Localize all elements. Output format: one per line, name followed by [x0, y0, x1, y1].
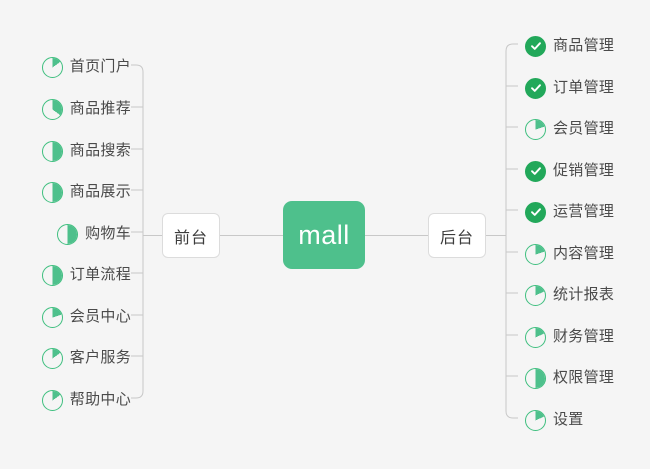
leaf-item-left-7[interactable]: 会员中心 — [41, 304, 131, 330]
pie-icon-wedge — [42, 390, 62, 410]
leaf-item-left-4[interactable]: 商品展示 — [41, 179, 131, 205]
leaf-item-left-9-label: 帮助中心 — [69, 391, 131, 408]
center-node-mall[interactable]: mall — [283, 201, 365, 269]
pie-icon-wedge — [526, 285, 545, 305]
center-node-label: mall — [298, 219, 350, 250]
branch-node-backend-label: 后台 — [439, 229, 474, 247]
leaf-item-right-8-label: 财务管理 — [553, 328, 615, 345]
pie-icon-wedge — [526, 244, 545, 264]
pie-icon — [57, 223, 79, 245]
leaf-item-left-8[interactable]: 客户服务 — [41, 345, 131, 371]
leaf-item-right-9-label: 权限管理 — [553, 369, 615, 386]
check-icon — [525, 35, 546, 57]
pie-icon-wedge — [526, 368, 545, 388]
connector-path — [505, 43, 518, 419]
pie-icon — [41, 389, 63, 411]
leaf-item-right-6[interactable]: 内容管理 — [525, 241, 614, 267]
pie-icon-wedge — [42, 307, 62, 327]
leaf-item-right-2-label: 订单管理 — [553, 79, 615, 96]
leaf-item-left-4-label: 商品展示 — [69, 183, 131, 200]
leaf-item-right-5[interactable]: 运营管理 — [525, 199, 614, 225]
leaf-item-left-7-label: 会员中心 — [69, 308, 131, 325]
pie-icon — [41, 181, 63, 203]
leaf-item-right-8[interactable]: 财务管理 — [525, 324, 614, 350]
branch-node-backend[interactable]: 后台 — [428, 213, 486, 258]
leaf-item-left-6[interactable]: 订单流程 — [41, 262, 131, 288]
leaf-item-right-4-label: 促销管理 — [553, 162, 615, 179]
leaf-item-right-7-label: 统计报表 — [553, 286, 615, 303]
check-icon — [525, 160, 546, 182]
leaf-item-right-10[interactable]: 设置 — [525, 407, 584, 433]
leaf-item-right-3[interactable]: 会员管理 — [525, 116, 614, 142]
pie-icon — [525, 284, 546, 306]
leaf-item-left-1-label: 首页门户 — [69, 58, 131, 75]
leaf-item-right-10-label: 设置 — [553, 411, 584, 428]
pie-icon — [41, 306, 63, 328]
pie-icon — [41, 56, 63, 78]
leaf-item-left-1[interactable]: 首页门户 — [41, 54, 131, 80]
check-icon — [525, 77, 546, 99]
pie-icon — [525, 243, 546, 265]
pie-icon — [525, 409, 546, 431]
pie-icon-wedge — [42, 99, 62, 119]
pie-icon-wedge — [42, 182, 62, 202]
leaf-item-right-9[interactable]: 权限管理 — [525, 365, 614, 391]
connector-path — [131, 64, 144, 399]
pie-icon-wedge — [42, 265, 62, 285]
check-icon — [525, 201, 546, 223]
leaf-item-right-1[interactable]: 商品管理 — [525, 33, 614, 59]
pie-icon — [41, 347, 63, 369]
leaf-item-left-5-label: 购物车 — [85, 225, 131, 242]
pie-icon — [525, 367, 546, 389]
leaf-item-right-5-label: 运营管理 — [553, 203, 615, 220]
pie-icon — [41, 98, 63, 120]
pie-icon-wedge — [42, 348, 62, 368]
pie-icon-wedge — [526, 119, 545, 139]
leaf-item-left-2[interactable]: 商品推荐 — [41, 96, 131, 122]
leaf-item-right-2[interactable]: 订单管理 — [525, 75, 614, 101]
pie-icon-wedge — [526, 327, 545, 347]
pie-icon — [41, 264, 63, 286]
leaf-item-left-3-label: 商品搜索 — [69, 142, 131, 159]
leaf-item-left-6-label: 订单流程 — [69, 266, 131, 283]
leaf-item-right-6-label: 内容管理 — [553, 245, 615, 262]
pie-icon-wedge — [526, 410, 545, 430]
leaf-item-left-8-label: 客户服务 — [69, 349, 131, 366]
pie-icon — [41, 140, 63, 162]
branch-node-frontend-label: 前台 — [173, 229, 208, 247]
pie-icon-wedge — [42, 141, 62, 161]
pie-icon-wedge — [42, 57, 62, 77]
pie-icon — [525, 118, 546, 140]
leaf-item-right-3-label: 会员管理 — [553, 120, 615, 137]
leaf-item-left-5[interactable]: 购物车 — [57, 221, 131, 247]
leaf-item-left-9[interactable]: 帮助中心 — [41, 387, 131, 413]
pie-icon — [525, 326, 546, 348]
leaf-item-right-4[interactable]: 促销管理 — [525, 158, 614, 184]
leaf-item-left-2-label: 商品推荐 — [69, 100, 131, 117]
leaf-item-left-3[interactable]: 商品搜索 — [41, 138, 131, 164]
leaf-item-right-1-label: 商品管理 — [553, 37, 615, 54]
branch-node-frontend[interactable]: 前台 — [162, 213, 220, 258]
leaf-item-right-7[interactable]: 统计报表 — [525, 282, 614, 308]
pie-icon-wedge — [58, 224, 78, 244]
